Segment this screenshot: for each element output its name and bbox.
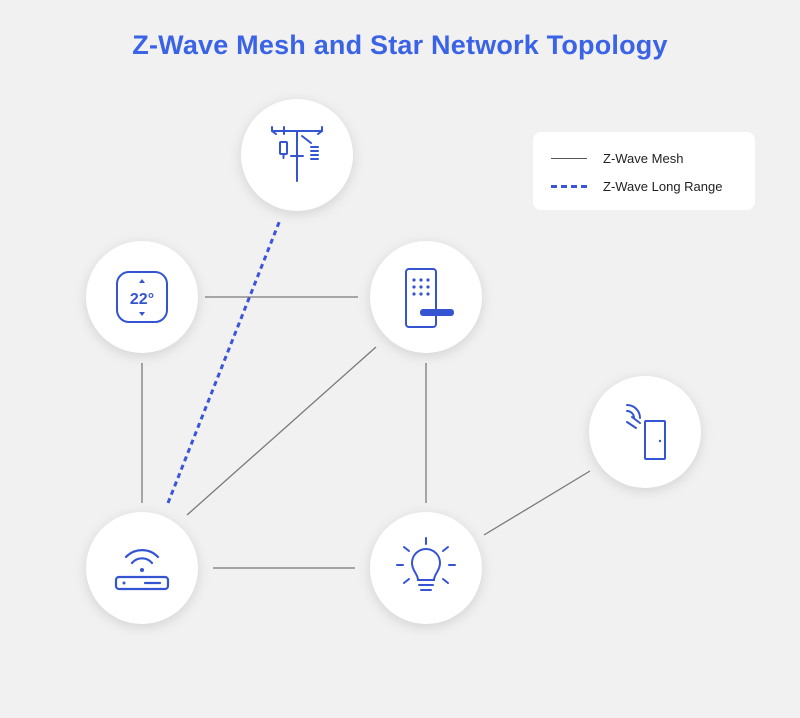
legend-item-mesh: Z-Wave Mesh xyxy=(551,148,683,168)
thermostat-icon xyxy=(116,271,168,323)
legend-solid-line-icon xyxy=(551,157,587,159)
node-thermostat xyxy=(86,241,198,353)
thermostat-up-arrow xyxy=(139,279,145,283)
thermostat-down-arrow xyxy=(139,312,145,316)
legend-mesh-label: Z-Wave Mesh xyxy=(603,150,684,166)
link-lock-hub xyxy=(186,346,377,516)
hub-icon xyxy=(114,549,170,591)
legend: Z-Wave Mesh Z-Wave Long Range xyxy=(533,132,755,210)
legend-item-long-range: Z-Wave Long Range xyxy=(551,176,722,196)
weather-station-icon xyxy=(271,126,323,182)
node-light-bulb xyxy=(370,512,482,624)
link-bulb-doorsensor xyxy=(483,470,591,536)
thermostat-value: 22° xyxy=(130,291,154,308)
light-bulb-icon xyxy=(396,537,456,591)
page-title: Z-Wave Mesh and Star Network Topology xyxy=(132,30,668,60)
node-smart-lock xyxy=(370,241,482,353)
mesh-connections xyxy=(141,296,591,569)
legend-dashed-line-icon xyxy=(551,184,587,188)
link-longrange-hub-weather xyxy=(166,219,282,504)
legend-long-range-label: Z-Wave Long Range xyxy=(603,178,723,194)
door-sensor-icon xyxy=(626,404,666,460)
smart-lock-icon xyxy=(405,268,454,328)
